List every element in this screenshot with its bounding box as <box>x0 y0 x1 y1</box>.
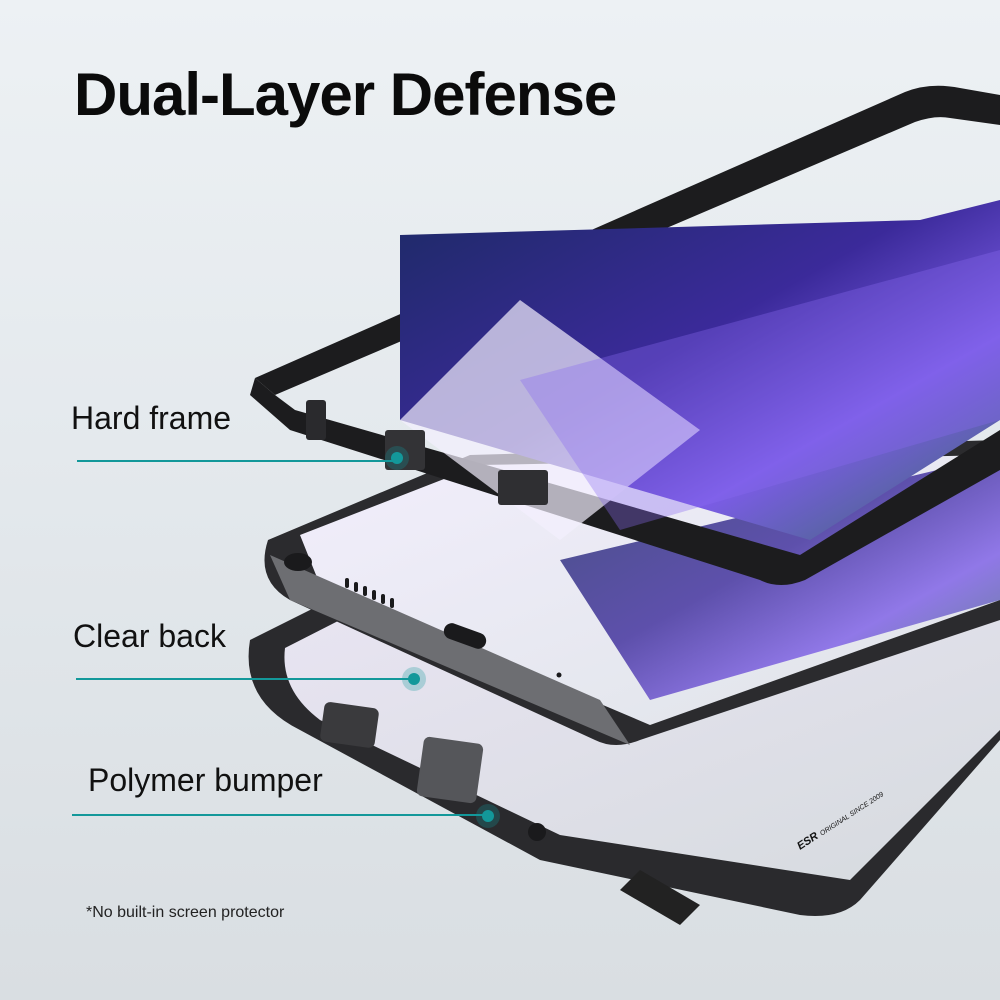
callout-line-clear-back <box>76 678 414 680</box>
callout-dot-polymer-bumper <box>482 810 494 822</box>
page-title: Dual-Layer Defense <box>74 61 617 128</box>
callout-label-polymer-bumper: Polymer bumper <box>88 762 323 798</box>
callout-line-hard-frame <box>77 460 397 462</box>
hard-frame <box>250 85 1000 585</box>
callout-dot-hard-frame <box>391 452 403 464</box>
footnote: *No built-in screen protector <box>86 904 285 921</box>
callout-label-hard-frame: Hard frame <box>71 400 232 436</box>
callout-label-clear-back: Clear back <box>73 618 226 654</box>
callout-line-polymer-bumper <box>72 814 488 816</box>
callout-dot-clear-back <box>408 673 420 685</box>
